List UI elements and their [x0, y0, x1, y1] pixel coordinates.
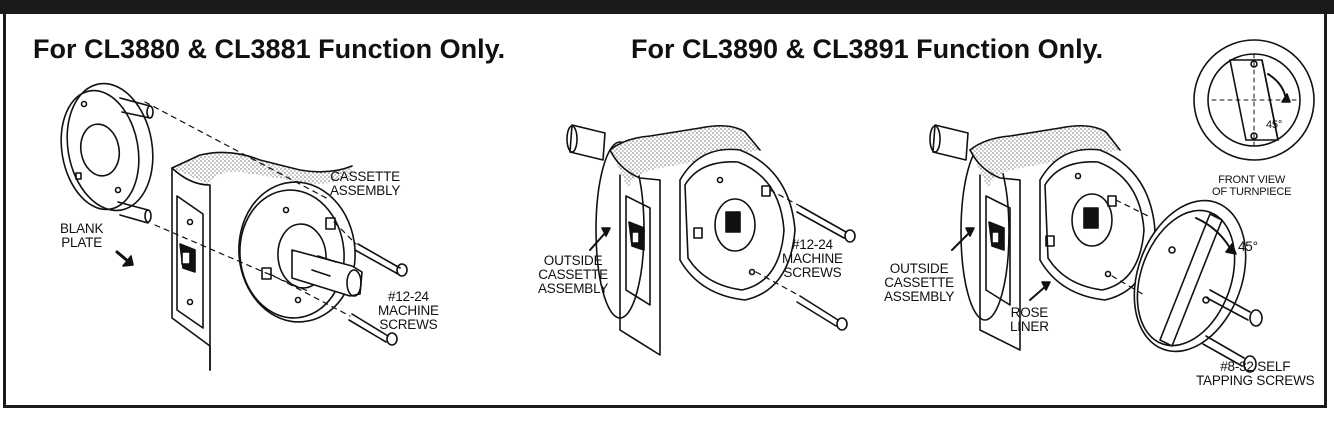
- screws-mid: [796, 205, 856, 331]
- door-right: [969, 124, 1121, 351]
- rotation-arrow: [1195, 217, 1231, 249]
- guide-lines-left: [144, 101, 357, 317]
- blank-plate-pins: [117, 97, 154, 224]
- blank-plate: [60, 82, 154, 212]
- label-rotation-angle: 45°: [1238, 239, 1258, 254]
- door-mid: [609, 124, 761, 356]
- rose-liner-arrow: [1029, 285, 1047, 301]
- guide-lines-mid: [755, 189, 801, 297]
- heading-cl3880: For CL3880 & CL3881 Function Only.: [33, 34, 506, 64]
- top-bar: [0, 0, 1334, 14]
- door-left: [171, 151, 353, 371]
- cassette-left: [238, 181, 363, 323]
- screws-left: [348, 243, 408, 346]
- outside-cassette-mid-arrow: [589, 231, 607, 251]
- outside-cassette-right: [929, 124, 1010, 321]
- front-view-turnpiece: [1193, 39, 1315, 161]
- screws-right: [1202, 289, 1263, 373]
- outside-cassette-right-arrow: [951, 231, 971, 251]
- rose-liner: [1039, 148, 1156, 301]
- turnpiece: [1133, 199, 1247, 353]
- heading-cl3890: For CL3890 & CL3891 Function Only.: [631, 34, 1104, 64]
- rose-mid: [679, 148, 796, 301]
- label-front-view-angle: 45°: [1266, 119, 1283, 131]
- guide-lines-right: [1111, 199, 1149, 297]
